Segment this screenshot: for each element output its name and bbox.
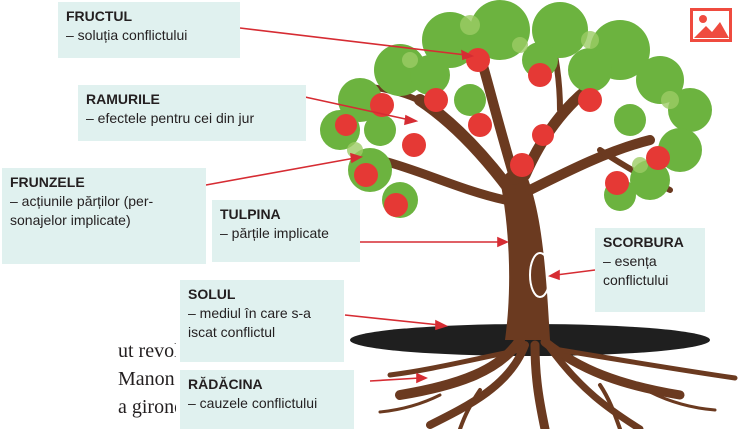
- label-scorbura-title: SCORBURA: [603, 233, 697, 252]
- body-text-line-1: ut revoluția ca: [118, 340, 176, 363]
- label-fructul-title: FRUCTUL: [66, 7, 232, 26]
- label-solul-title: SOLUL: [188, 285, 336, 304]
- apple: [646, 146, 670, 170]
- apple: [605, 171, 629, 195]
- label-solul: SOLUL – mediul în care s-a iscat conflic…: [180, 280, 344, 362]
- apple: [384, 193, 408, 217]
- image-placeholder-icon[interactable]: [690, 8, 732, 42]
- label-radacina-title: RĂDĂCINA: [188, 375, 346, 394]
- label-scorbura-desc: – esența conflictului: [603, 252, 697, 290]
- label-ramurile-desc: – efectele pentru cei din jur: [86, 109, 298, 128]
- label-frunzele-desc: – acțiunile părților (per- sonajelor imp…: [10, 192, 198, 230]
- label-frunzele-title: FRUNZELE: [10, 173, 198, 192]
- apple: [468, 113, 492, 137]
- label-solul-desc: – mediul în care s-a iscat conflictul: [188, 304, 336, 342]
- apple: [402, 133, 426, 157]
- label-tulpina-desc: – părțile implicate: [220, 224, 352, 243]
- apple: [528, 63, 552, 87]
- apple: [335, 114, 357, 136]
- label-ramurile-title: RAMURILE: [86, 90, 298, 109]
- label-radacina: RĂDĂCINA – cauzele conflictului: [180, 370, 354, 429]
- label-fructul: FRUCTUL – soluția conflictului: [58, 2, 240, 58]
- label-tulpina: TULPINA – părțile implicate: [212, 200, 360, 262]
- apple: [424, 88, 448, 112]
- apple: [510, 153, 534, 177]
- label-frunzele: FRUNZELE – acțiunile părților (per- sona…: [2, 168, 206, 264]
- label-fructul-desc: – soluția conflictului: [66, 26, 232, 45]
- arrow-solul: [345, 315, 440, 325]
- label-ramurile: RAMURILE – efectele pentru cei din jur: [78, 85, 306, 141]
- body-text-line-3: a girondin de: [118, 396, 176, 419]
- apple: [532, 124, 554, 146]
- arrow-frunzele: [206, 158, 355, 185]
- label-tulpina-title: TULPINA: [220, 205, 352, 224]
- apple: [354, 163, 378, 187]
- label-radacina-desc: – cauzele conflictului: [188, 394, 346, 413]
- label-scorbura: SCORBURA – esența conflictului: [595, 228, 705, 312]
- apple: [578, 88, 602, 112]
- arrow-radacina: [370, 378, 420, 381]
- body-text-line-2: Manon Roland,: [118, 368, 176, 391]
- apple: [466, 48, 490, 72]
- arrow-scorbura: [556, 270, 595, 275]
